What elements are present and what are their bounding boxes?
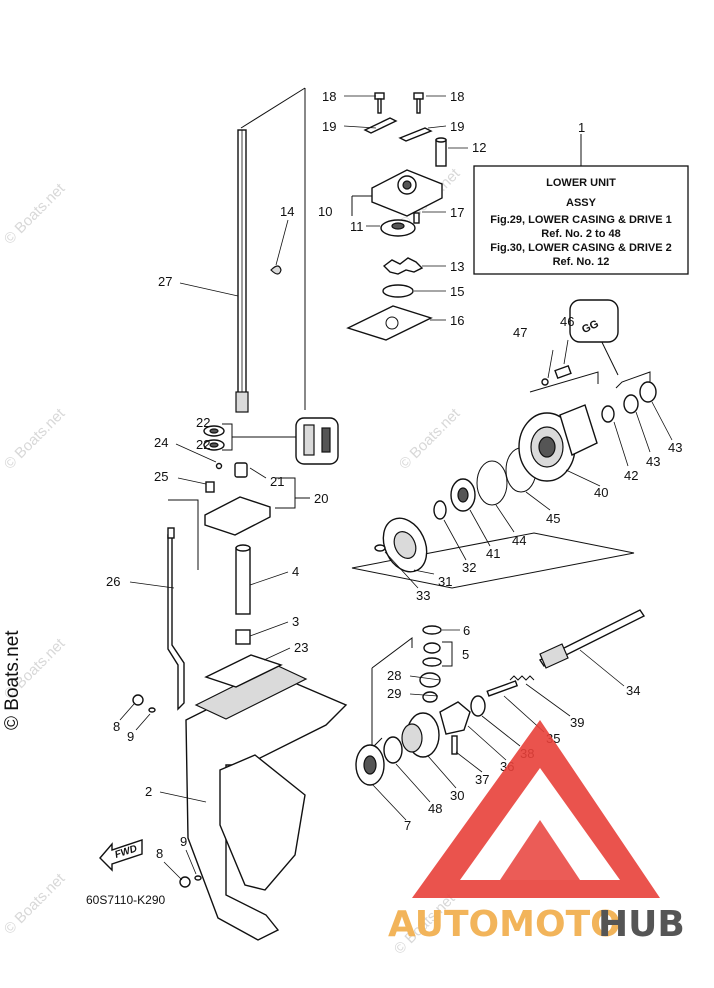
callout-8: 8 — [156, 846, 163, 861]
drive-shaft-27 — [235, 87, 306, 413]
info-box: 1 LOWER UNIT ASSY Fig.29, LOWER CASING &… — [473, 120, 689, 275]
callout-14: 14 — [280, 204, 294, 219]
callout-7: 7 — [404, 818, 411, 833]
info-line-2: Ref. No. 2 to 48 — [541, 228, 620, 240]
info-line-3: Fig.30, LOWER CASING & DRIVE 2 — [490, 242, 672, 254]
callout-37: 37 — [475, 772, 489, 787]
info-line-1: Fig.29, LOWER CASING & DRIVE 1 — [490, 214, 672, 226]
watermark: © Boats.net — [396, 405, 464, 473]
callout-23: 23 — [294, 640, 308, 655]
callout-18: 18 — [322, 89, 336, 104]
side-watermark: © Boats.net — [2, 630, 23, 730]
callout-18: 18 — [450, 89, 464, 104]
callout-20: 20 — [314, 491, 328, 506]
woodruff-key-14 — [270, 219, 289, 275]
callout-8: 8 — [113, 719, 120, 734]
callout-40: 40 — [594, 485, 608, 500]
callout-42: 42 — [624, 468, 638, 483]
propeller-shaft-parts: GG — [351, 299, 657, 786]
callout-44: 44 — [512, 533, 526, 548]
callout-21: 21 — [270, 474, 284, 489]
watermark: © Boats.net — [1, 180, 69, 248]
callout-10: 10 — [318, 204, 332, 219]
shift-rod-26 — [167, 499, 199, 711]
callout-33: 33 — [416, 588, 430, 603]
callout-13: 13 — [450, 259, 464, 274]
fwd-arrow-icon: FWD — [99, 839, 143, 872]
callout-27: 27 — [158, 274, 172, 289]
callout-43: 43 — [668, 440, 682, 455]
callout-9: 9 — [180, 834, 187, 849]
diagram-code: 60S7110-K290 — [86, 893, 166, 907]
callout-11: 11 — [350, 219, 364, 234]
callout-6: 6 — [463, 623, 470, 638]
callouts: 18 18 19 19 12 10 11 17 13 15 16 14 27 2… — [106, 89, 682, 861]
callout-48: 48 — [428, 801, 442, 816]
callout-41: 41 — [486, 546, 500, 561]
info-title: LOWER UNIT — [546, 177, 616, 189]
screws-8-9 — [132, 694, 202, 888]
brand-part1: AUTOMOTO — [388, 904, 621, 945]
automotohub-logo: AUTOMOTO HUB — [388, 720, 685, 945]
callout-22: 22 — [196, 437, 210, 452]
water-pump-parts — [346, 92, 447, 341]
callout-43: 43 — [646, 454, 660, 469]
callout-31: 31 — [438, 574, 452, 589]
callout-25: 25 — [154, 469, 168, 484]
callout-1: 1 — [578, 120, 585, 135]
lower-casing-2 — [185, 654, 348, 941]
callout-26: 26 — [106, 574, 120, 589]
callout-28: 28 — [387, 668, 401, 683]
callout-46: 46 — [560, 314, 574, 329]
callout-5: 5 — [462, 647, 469, 662]
brand-triangle-icon — [412, 720, 660, 898]
callout-16: 16 — [450, 313, 464, 328]
callout-30: 30 — [450, 788, 464, 803]
callout-39: 39 — [570, 715, 584, 730]
callout-9: 9 — [127, 729, 134, 744]
callout-17: 17 — [450, 205, 464, 220]
callout-19: 19 — [450, 119, 464, 134]
leader-lines — [119, 95, 673, 881]
callout-34: 34 — [626, 683, 640, 698]
callout-3: 3 — [292, 614, 299, 629]
callout-24: 24 — [154, 435, 168, 450]
info-subtitle: ASSY — [566, 197, 597, 209]
callout-19: 19 — [322, 119, 336, 134]
callout-2: 2 — [145, 784, 152, 799]
callout-15: 15 — [450, 284, 464, 299]
callout-47: 47 — [513, 325, 527, 340]
upper-bearing-parts — [203, 417, 339, 645]
callout-22: 22 — [196, 415, 210, 430]
callout-29: 29 — [387, 686, 401, 701]
callout-45: 45 — [546, 511, 560, 526]
callout-4: 4 — [292, 564, 299, 579]
watermark: © Boats.net — [1, 870, 69, 938]
callout-12: 12 — [472, 140, 486, 155]
info-line-4: Ref. No. 12 — [553, 256, 610, 268]
callout-32: 32 — [462, 560, 476, 575]
brand-part2: HUB — [598, 904, 685, 945]
watermark: © Boats.net — [1, 405, 69, 473]
